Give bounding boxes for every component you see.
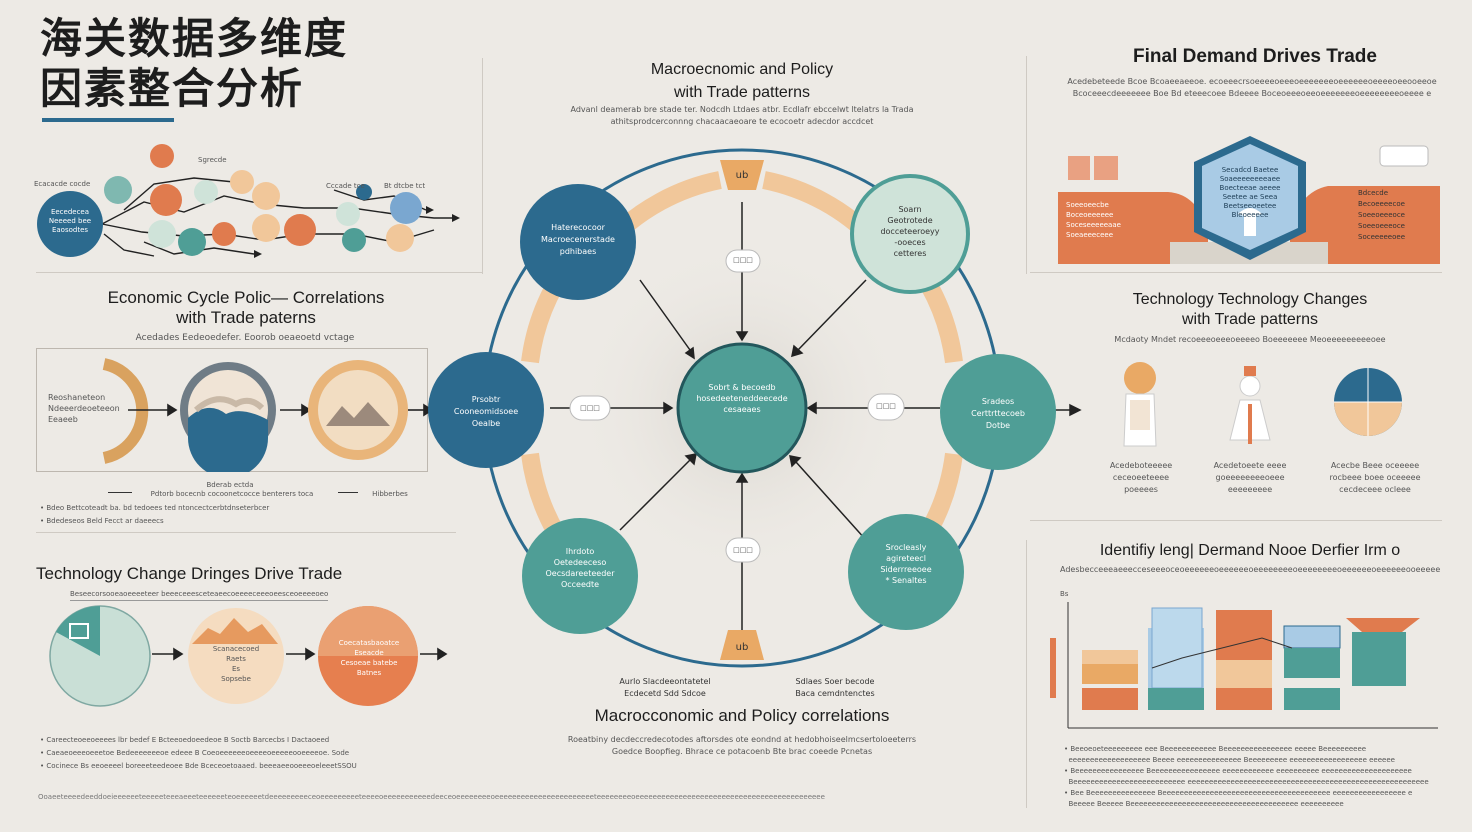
list-item: • Careecteoeeoeeees lbr bedef E Bcteeoed…	[40, 736, 330, 744]
econ-cycle-left-text: Reoshaneteon Ndeeerdeoeteeon Eeaeeb	[48, 393, 120, 424]
tech-left-subtitle: Beseecorsooeaoeeeeteer beeeceeesceteaeec…	[70, 588, 328, 601]
hub-arc-top: ub	[735, 170, 749, 181]
list-item: • Beeeeeeeeeeeeeeee Beeeeeeeeeeeeeeee ee…	[1064, 767, 1412, 775]
final-demand-hex-text: Secadcd Baetee Soaeeeeeeeeaee Boecteeae …	[1219, 166, 1281, 219]
final-demand-subtitle: Acedebeteede Bcoe Bcoaeeaeeoe. ecoeeecrs…	[1067, 77, 1437, 98]
divider	[1030, 520, 1442, 521]
list-item: • Caeaeoeeeoeeetoe Bedeeeeeeeoe edeee B …	[40, 749, 350, 757]
hub-node-bottom-left: Ihrdoto Oetedeeceso Oecsdareeteeder Occe…	[545, 547, 615, 589]
econ-cycle-subtitle: Acedades Eedeoedefer. Eoorob oeaeoetd vc…	[135, 333, 355, 343]
divider	[1026, 540, 1027, 808]
hub-arc-bottom: ub	[735, 642, 749, 653]
econ-cycle-diagram: Reoshaneteon Ndeeerdeoeteeon Eeaeeb	[36, 348, 436, 478]
globe-icon	[1334, 368, 1402, 436]
identify-subtitle: Adesbecceeeaeeecceseeeoceoeeeeeeoeeeeeeo…	[1060, 565, 1440, 574]
tech-left-bullets: • Careecteoeeoeeees lbr bedef E Bcteeoed…	[40, 734, 460, 773]
final-demand-right-labels: Bdcecde Becoeeeecoe Soeeoeeeoce Soeeoeee…	[1358, 189, 1406, 241]
network-node-main	[37, 191, 103, 257]
tech-right-caption-3: Acecbe Beee oceeeee rocbeee boee oceeeee…	[1329, 461, 1421, 494]
divider	[36, 272, 482, 273]
hub-node-top-right: Soarn Geotrotede docceteeroeyy -ooeces c…	[880, 205, 940, 258]
divider	[1026, 56, 1027, 274]
robot-icon	[1229, 366, 1271, 444]
tech-left-diagram: Scanacecoed Raets Es Sopsebe Coecatasbao…	[40, 604, 460, 708]
econ-cycle-caption-1: Bderab ectda	[206, 481, 254, 489]
title-underline	[42, 118, 174, 122]
network-label-left: Ecacacde cocde	[34, 180, 91, 188]
page-title: 海关数据多维度 因素整合分析	[40, 14, 349, 113]
network-label-mid: Cccade tce	[326, 182, 365, 190]
divider	[108, 492, 132, 493]
list-item: eeeeeeeeeeeeeeeeeee Beeee eeeeeeeeeeeeee…	[1068, 756, 1395, 764]
hub-label-bottom-right: Sdlaes Soer becode Baca cemdntenctes	[795, 677, 875, 698]
network-svg	[37, 144, 460, 258]
list-item: Beeeee Beeeee Beeeeeeeeeeeeeeeeeeeeeeeee…	[1068, 800, 1344, 808]
network-label-right: Bt dtcbe tct	[384, 182, 426, 190]
hub-pill-left[interactable]: □□□	[580, 404, 600, 412]
identify-bullets: • Beeoeoeteeeeeeeee eee Beeeeeeeeeeee Be…	[1064, 744, 1444, 810]
econ-cycle-bullets: • Bdeo Bettcoteadt ba. bd tedoees ted nt…	[40, 502, 440, 528]
hub-label-bottom-left: Aurlo Slacdeeontatetel Ecdecetd Sdd Sdco…	[619, 677, 711, 698]
hub-node-right: Sradeos Certtrttecoeb Dotbe	[971, 397, 1025, 430]
network-label-top: Sgrecde	[198, 156, 227, 164]
hub-pill-top[interactable]: □□□	[733, 256, 753, 264]
hub-node-left: Prsobtr Cooneomidsoee Oealbe	[453, 395, 519, 428]
final-demand-diagram: Secadcd Baetee Soaeeeeeeeeaee Boecteeae …	[1058, 132, 1440, 264]
tech-right-caption-2: Acedetoeete eeee goeeeeeeeeoeee eeeeeeee…	[1213, 461, 1287, 494]
list-item: • Bdeo Bettcoteadt ba. bd tedoees ted nt…	[40, 504, 270, 512]
hub-diagram: Sobrt & becoedb hosedeeteneddeecede cesa…	[420, 130, 1100, 700]
divider	[36, 532, 456, 533]
list-item: • Beeoeoeteeeeeeeee eee Beeeeeeeeeeee Be…	[1064, 745, 1367, 753]
tech-right-caption-1: Acedeboteeeee ceceoeeteeee poeeees	[1109, 461, 1173, 494]
footer-text: Ooaeeteeeedeeddoeieeeeeeteeeeeteeeaeeete…	[38, 793, 825, 801]
final-demand-left-labels: Soeeoeecbe Boceoeeeeee Soceseeeeeaae Soe…	[1066, 201, 1121, 239]
hub-node-top-left: Haterecocoor Macroecenerstade pdhibaes	[541, 223, 615, 256]
list-item: Beeeeeeeeeeeeeeeeeeeeeeeeee eeeeeeeeeeee…	[1068, 778, 1429, 786]
list-item: • Cocinece Bs eeoeeeel boreeeteedeoee Bd…	[40, 762, 357, 770]
final-demand-title: Final Demand Drives Trade	[1133, 46, 1377, 67]
center-bottom-subtitle: Roeatbiny decdeccredecotodes aftorsdes o…	[567, 735, 917, 756]
center-subtitle: Advanl deamerab bre stade ter. Nodcdh Lt…	[570, 105, 914, 126]
network-node-main-label: Eecedecea Neeeed bee Eaosodtes	[48, 208, 92, 234]
econ-cycle-caption-3: Hibberbes	[372, 490, 408, 498]
hub-pill-right[interactable]: □□□	[876, 402, 896, 410]
tech-left-title: Technology Change Dringes Drive Trade	[36, 564, 343, 583]
tech-left-circle2-text: Scanacecoed Raets Es Sopsebe	[212, 645, 260, 683]
econ-cycle-caption-2: Pdtorb bocecnb cocoonetcocce benterers t…	[150, 490, 314, 498]
identify-chart: Bs	[1042, 588, 1442, 734]
tech-right-subtitle: Mcdaoty Mndet recoeeeoeeeoeeeeo Boeeeeee…	[1114, 335, 1386, 344]
tech-left-circle3-text: Coecatasbaoatce Eseacde Cesoeae batebe B…	[338, 639, 400, 677]
list-item: • Bdedeseos Beld Fecct ar daeeecs	[40, 517, 164, 525]
center-title: Macroecnomic and Policy with Trade patte…	[650, 61, 834, 101]
tech-right-title: Technology Technology Changes with Trade…	[1132, 291, 1368, 328]
tech-right-icons	[1100, 360, 1440, 456]
center-bottom-title: Macrocconomic and Policy correlations	[594, 706, 890, 725]
identify-title: Identifiy leng| Dermand Nooe Derfier Irm…	[1099, 542, 1401, 559]
econ-cycle-title: Economic Cycle Polic— Correlations with …	[107, 288, 385, 327]
identify-y-label: Bs	[1060, 590, 1069, 598]
hub-center-label: Sobrt & becoedb hosedeeteneddeecede cesa…	[696, 383, 788, 414]
network-diagram: Eecedecea Neeeed bee Eaosodtes Ecacacde …	[34, 138, 474, 268]
person-icon	[1123, 362, 1157, 447]
hub-pill-bottom[interactable]: □□□	[733, 546, 753, 554]
divider	[482, 58, 483, 274]
list-item: • Bee Beeeeeeeeeeeeeee Beeeeeeeeeeeeeeee…	[1064, 789, 1413, 797]
hub-node-bottom-right: Srocleasly agireteecl Siderrreeoee * Sen…	[880, 543, 932, 585]
divider	[338, 492, 358, 493]
divider	[1030, 272, 1442, 273]
